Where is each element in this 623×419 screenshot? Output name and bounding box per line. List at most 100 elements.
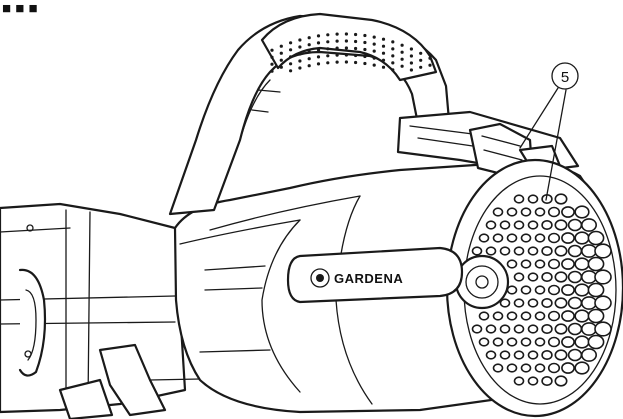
grille-cell — [574, 309, 590, 323]
grip-dot — [409, 68, 413, 72]
grille-cell — [541, 246, 553, 257]
grille-cell — [561, 310, 575, 322]
grille-cell — [567, 218, 583, 232]
grille-cell — [534, 285, 546, 295]
grille-cell — [492, 207, 504, 217]
grille-cell — [547, 258, 561, 270]
grip-dot — [326, 33, 330, 37]
grille-cell — [478, 311, 490, 321]
grip-dot — [363, 40, 367, 45]
grille-cell — [534, 259, 546, 269]
grip-dot — [307, 57, 311, 61]
grille-cell — [520, 363, 532, 373]
grille-cell — [527, 246, 539, 256]
grip-dot — [391, 47, 395, 51]
grip-dot — [279, 51, 283, 55]
grille-cell — [567, 348, 583, 362]
grip-dot — [270, 69, 274, 73]
grille-cell — [499, 220, 511, 230]
grille-cell — [554, 193, 568, 205]
grip-dot — [307, 43, 311, 47]
grip-dot — [335, 60, 339, 64]
grip-dot — [326, 54, 330, 58]
grip-dot — [381, 44, 386, 48]
grille-cell — [520, 207, 532, 217]
grille-cell — [541, 323, 553, 334]
grille-cell — [485, 220, 497, 230]
grip-dot — [298, 45, 302, 49]
grille-cell — [527, 376, 539, 386]
grip-dot — [307, 50, 311, 54]
blower-foot — [58, 343, 251, 419]
grille-cell — [527, 298, 539, 308]
grille-cell — [534, 337, 546, 347]
grille-cell — [554, 245, 568, 257]
grip-dot — [391, 40, 395, 44]
grip-dot — [391, 54, 395, 58]
brand-badge: GARDENA — [286, 246, 464, 304]
grip-dot — [335, 39, 339, 43]
grille-cell — [554, 323, 568, 335]
grille-cell — [587, 282, 605, 298]
grip-dot — [372, 56, 376, 60]
grille-cell — [574, 335, 590, 349]
intake-grille — [445, 158, 623, 418]
grille-cell — [580, 322, 597, 336]
grille-cell — [580, 270, 597, 284]
grille-cell — [574, 283, 590, 297]
grille-cell — [520, 311, 532, 321]
grille-cell — [541, 375, 553, 386]
grip-dot — [326, 47, 330, 51]
grille-cell — [580, 296, 597, 310]
grille-cell — [587, 256, 605, 272]
grille-cell — [513, 220, 525, 230]
grille-cell — [547, 336, 561, 348]
grip-dot — [419, 58, 423, 62]
grip-dot — [270, 48, 274, 52]
grille-cell — [520, 337, 532, 347]
grille-cell — [485, 324, 497, 334]
grille-cell — [567, 270, 583, 284]
grille-cell — [520, 259, 532, 269]
grip-dot — [400, 43, 404, 47]
grip-dot — [335, 46, 339, 50]
grille-cell — [534, 233, 546, 243]
grip-dot — [409, 54, 413, 58]
grille-cell — [541, 297, 553, 308]
callout-5: 5 — [519, 62, 579, 201]
grille-cell — [527, 350, 539, 360]
grille-cells — [471, 193, 612, 387]
grille-cell — [520, 233, 532, 243]
grip-dot — [298, 52, 302, 56]
grille-cell — [587, 334, 605, 350]
grille-cell — [574, 205, 590, 219]
grip-dot — [289, 62, 293, 66]
grille-cell — [534, 363, 546, 373]
grille-cell — [492, 233, 504, 243]
grille-cell — [580, 348, 597, 362]
grip-dot — [354, 53, 358, 58]
grip-dot — [289, 69, 293, 73]
grille-cell — [594, 321, 612, 337]
grip-dot — [344, 39, 348, 43]
grille-cell — [471, 324, 483, 334]
grille-cell — [554, 271, 568, 283]
grille-cell — [520, 285, 532, 295]
grille-cell — [527, 324, 539, 334]
grille-cell — [561, 284, 575, 296]
grille-cell — [506, 337, 518, 347]
grille-cell — [554, 375, 568, 387]
grip-dot — [372, 35, 376, 39]
grille-cell — [594, 243, 612, 259]
grip-dot — [279, 58, 283, 62]
grip-dot — [316, 62, 321, 66]
grille-cell — [478, 337, 490, 347]
grille-cell — [574, 231, 590, 245]
grille-cell — [513, 272, 525, 282]
grille-cell — [554, 349, 568, 361]
grip-dot — [270, 62, 274, 66]
grille-cell — [567, 296, 583, 310]
grip-dot — [270, 55, 274, 59]
grille-cell — [547, 362, 561, 374]
